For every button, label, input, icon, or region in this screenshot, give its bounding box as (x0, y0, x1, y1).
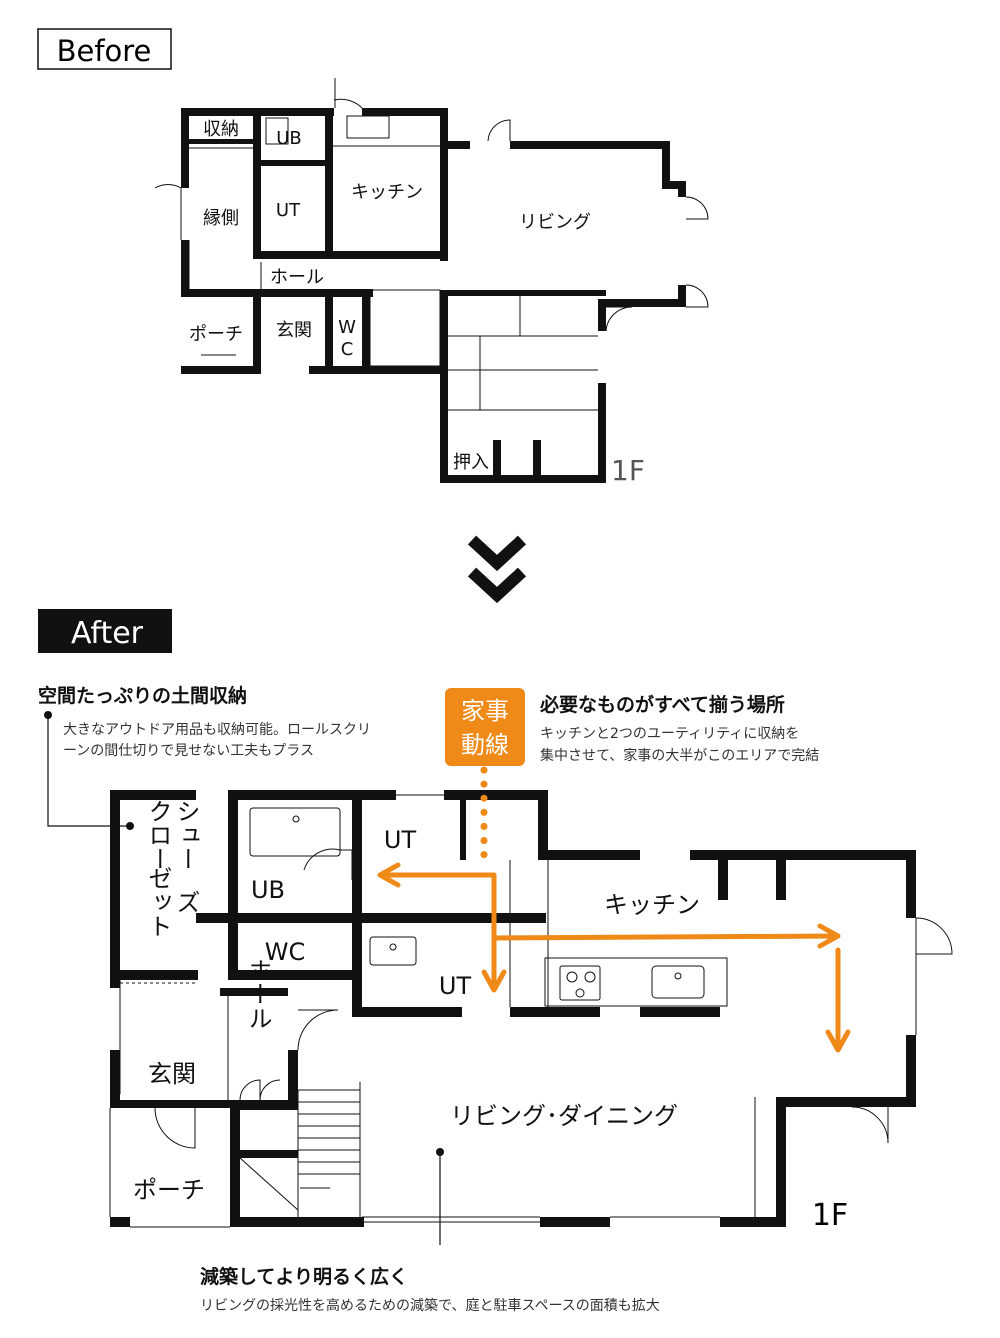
before-room-ut: UT (276, 200, 301, 221)
after-plan (109, 790, 953, 1228)
annotation-bright-line1: リビングの採光性を高めるための減築で、庭と駐車スペースの面積も拡大 (200, 1297, 660, 1314)
chore-flow-badge-line1: 家事 (461, 697, 509, 725)
after-room-porch: ポーチ (133, 1176, 205, 1204)
after-room-wc: WC (265, 938, 306, 966)
before-room-kitchen: キッチン (351, 182, 423, 203)
before-label: Before (57, 34, 152, 68)
after-room-entrance: 玄関 (148, 1060, 196, 1088)
before-room-closet: 押入 (453, 452, 489, 473)
after-room-shoe-closet-1: シュー (172, 799, 200, 871)
before-room-entrance: 玄関 (276, 320, 312, 341)
annotation-leaders (44, 711, 444, 1245)
annotation-storage-line1: 大きなアウトドア用品も収納可能。ロールスクリ (63, 722, 371, 738)
after-room-shoe-closet-2: ズ (172, 890, 200, 914)
annotation-chores-line2: 集中させて、家事の大半がこのエリアで完結 (540, 747, 819, 764)
after-room-living-dining: リビング･ダイニング (450, 1102, 678, 1130)
before-label-box (37, 28, 172, 70)
chore-flow-route (377, 766, 851, 1053)
before-room-wc-c: C (341, 339, 354, 360)
before-room-living: リビング (519, 212, 591, 233)
before-room-storage: 収納 (203, 119, 239, 140)
before-floor-label: 1F (611, 454, 645, 487)
before-room-wc-w: W (338, 317, 356, 338)
annotation-storage-title: 空間たっぷりの土間収納 (38, 684, 247, 707)
annotation-bright-title: 減築してより明るく広く (200, 1265, 408, 1288)
after-room-ub: UB (251, 876, 285, 904)
before-room-porch: ポーチ (189, 324, 243, 345)
chevron-down-icon (467, 535, 527, 604)
before-plan (154, 78, 709, 483)
after-room-shoe-closet-3: クロー (144, 799, 172, 871)
after-room-kitchen: キッチン (604, 891, 700, 919)
after-room-ut-top: UT (384, 826, 417, 854)
annotation-storage-line2: ーンの間仕切りで見せない工夫もプラス (63, 743, 314, 759)
before-room-hall: ホール (270, 267, 324, 288)
after-label-box (38, 609, 172, 653)
after-section: After (38, 609, 953, 1245)
chore-flow-badge-line2: 動線 (461, 731, 509, 759)
annotation-chores-title: 必要なものがすべて揃う場所 (539, 693, 785, 716)
before-room-engawa: 縁側 (203, 208, 239, 229)
after-room-ut-bottom: UT (439, 972, 472, 1000)
after-floor-label: 1F (812, 1198, 848, 1233)
annotation-chores-line1: キッチンと2つのユーティリティに収納を (540, 726, 799, 742)
after-room-shoe-closet-4: ゼット (144, 866, 172, 938)
chore-flow-badge: 家事 動線 (445, 688, 525, 766)
before-room-ub: UB (276, 128, 302, 149)
after-label: After (71, 616, 144, 651)
before-section: Before (37, 28, 709, 487)
after-room-hall: ホール (244, 958, 272, 1030)
